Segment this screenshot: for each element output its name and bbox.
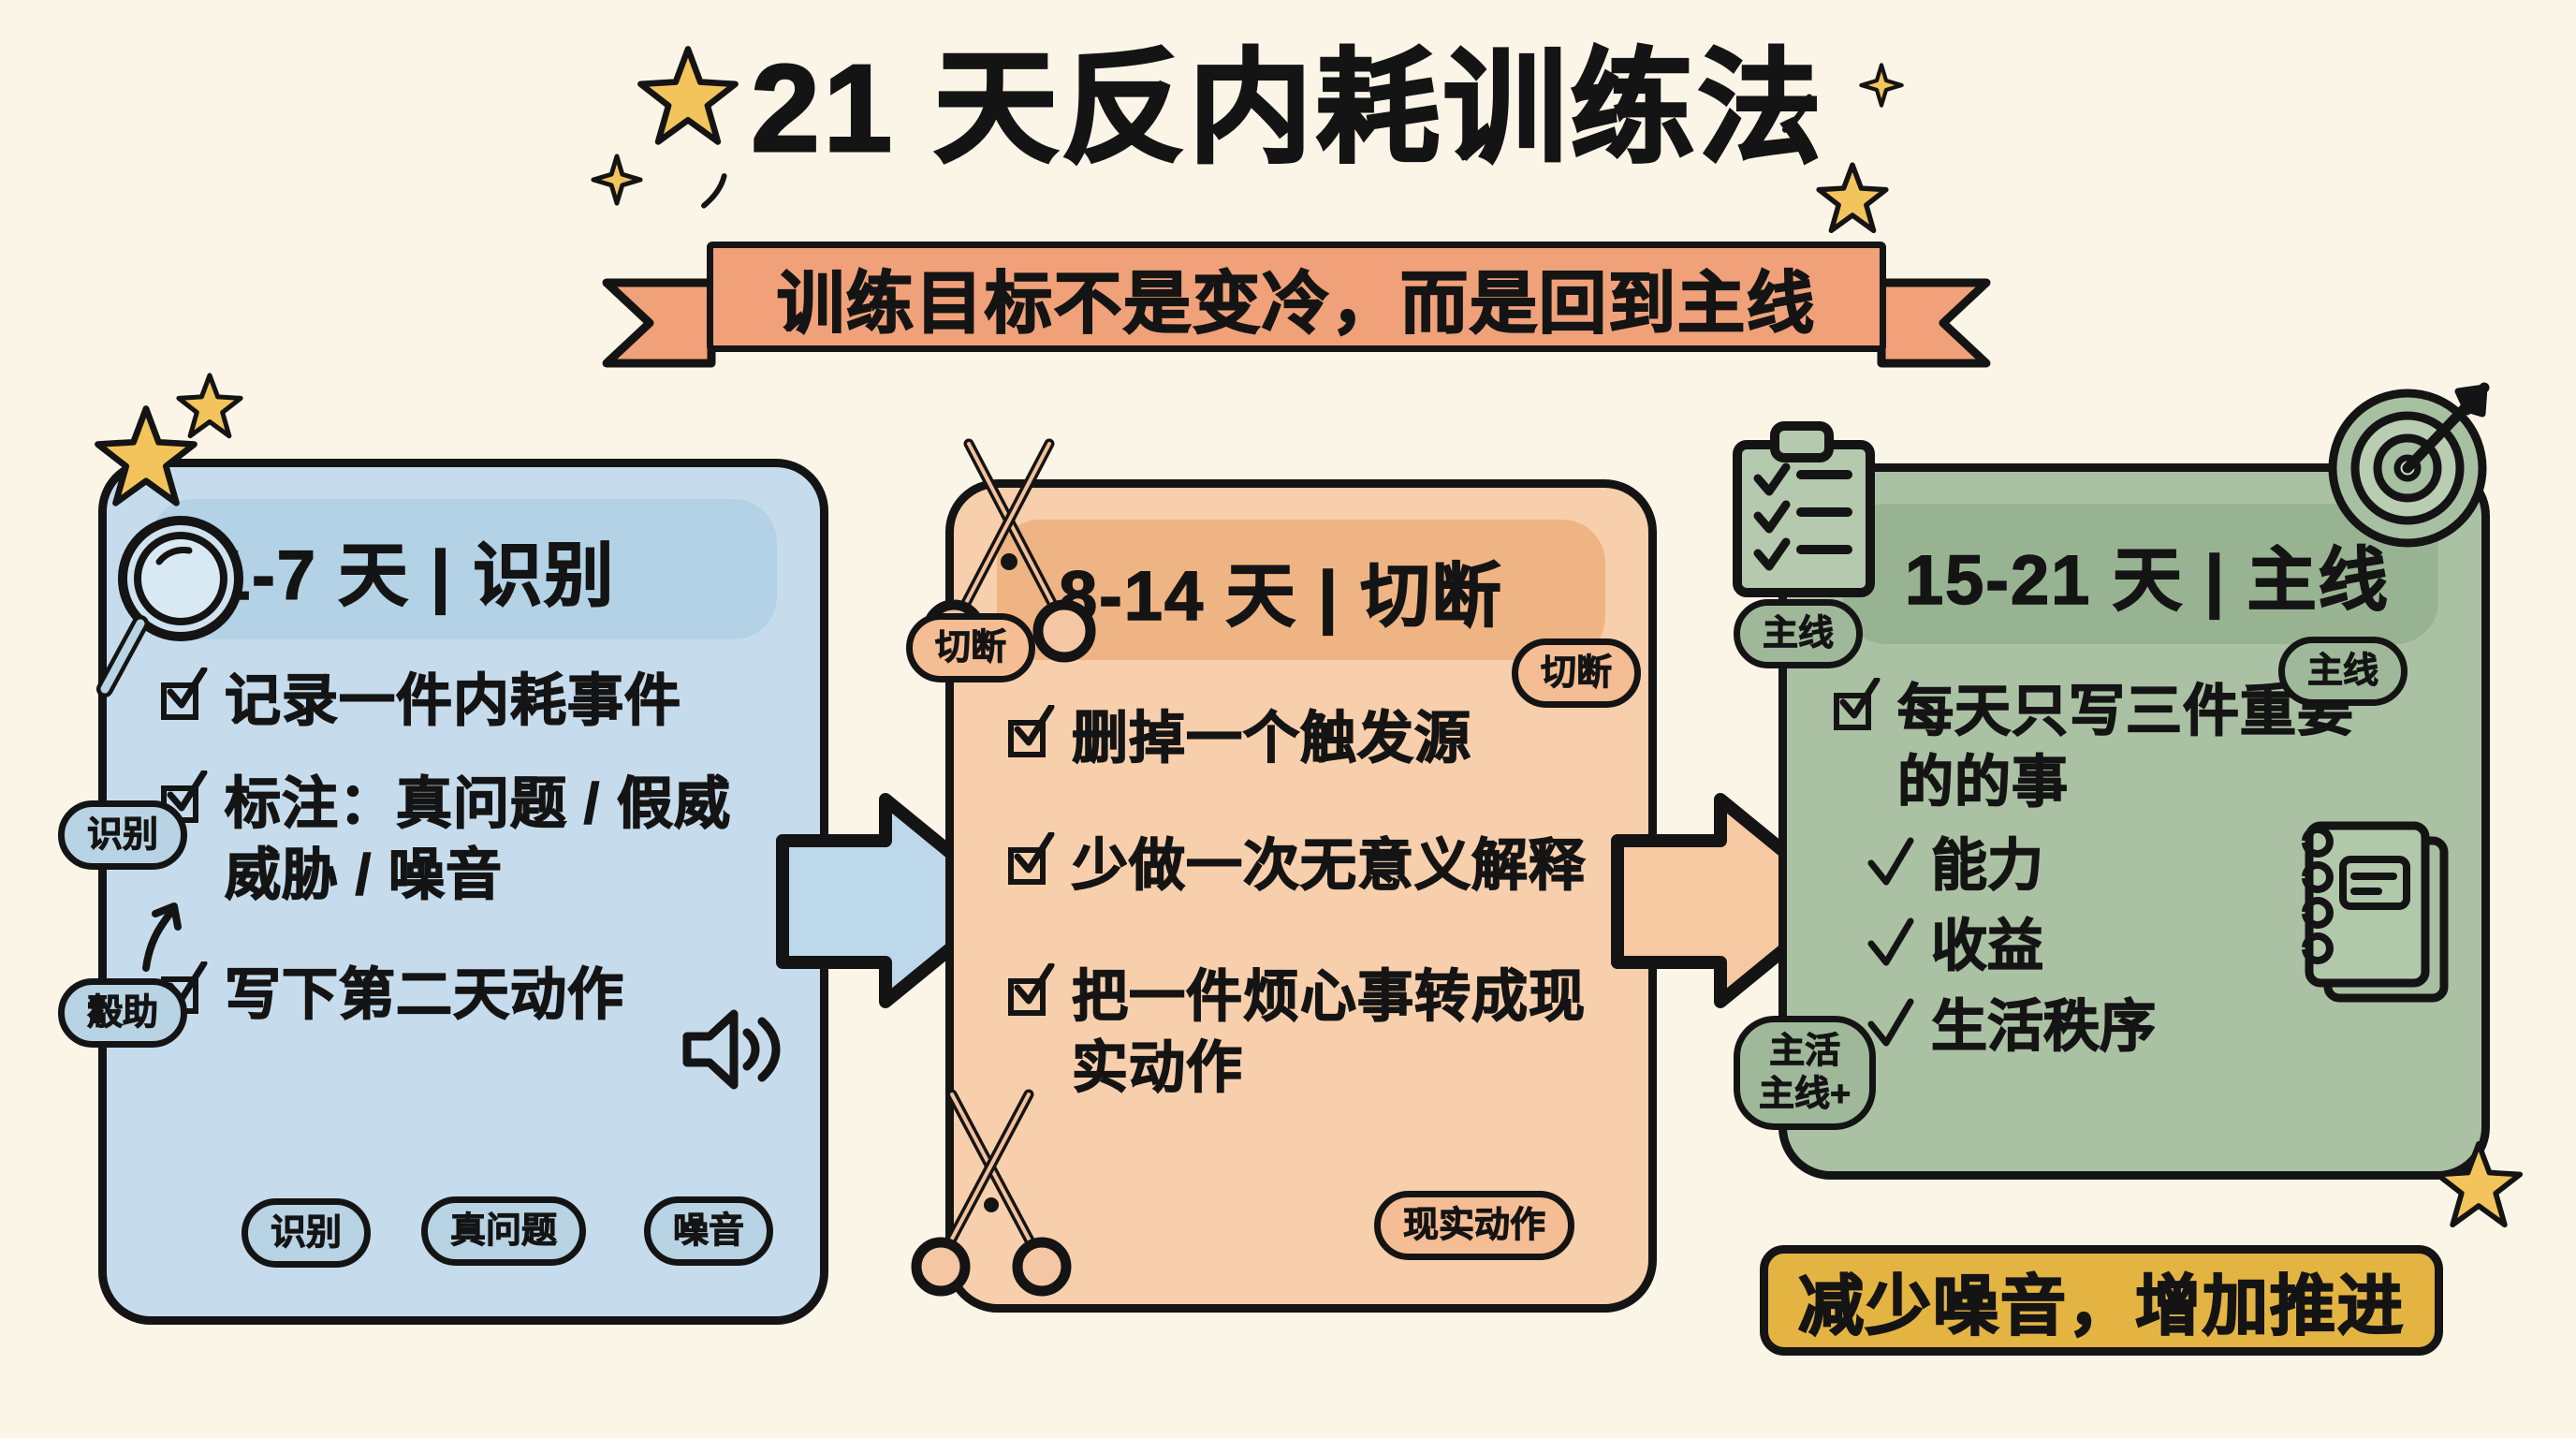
card-cut-list: 删掉一个触发源 少做一次无意义解释 把一件烦心事转成现实动作 bbox=[1008, 703, 1611, 1136]
speaker-icon bbox=[682, 1009, 781, 1090]
star-icon bbox=[1816, 162, 1889, 234]
list-item-label: 少做一次无意义解释 bbox=[1071, 833, 1586, 897]
footer-badge[interactable]: 减少噪音，增加推进 bbox=[1760, 1245, 2443, 1356]
tag-line-1: 主活 bbox=[1769, 1032, 1841, 1072]
checkbox-checked-icon bbox=[1008, 705, 1055, 759]
checkbox-checked-icon bbox=[1008, 963, 1055, 1018]
ribbon-body: 训练目标不是变冷，而是回到主线 bbox=[707, 242, 1886, 352]
star-icon bbox=[2434, 1140, 2524, 1228]
card-cut-header: 8-14 天 | 切断 bbox=[997, 520, 1605, 660]
tag-life-mainline[interactable]: 主活 主线+ bbox=[1734, 1016, 1877, 1130]
up-arrow-icon bbox=[142, 902, 182, 972]
target-icon bbox=[2328, 382, 2490, 548]
card-mainline-title: 15-21 天 | 主线 bbox=[1904, 540, 2390, 620]
list-item: 把一件烦心事转成现实动作 bbox=[1008, 961, 1611, 1104]
star-icon bbox=[637, 46, 739, 145]
list-item-label: 记录一件内耗事件 bbox=[224, 668, 681, 732]
tag-noise[interactable]: 噪音 bbox=[644, 1196, 774, 1266]
scissors-icon bbox=[911, 1089, 1072, 1297]
card-mainline-list: 每天只写三件重要的的事 能力 收益 生活秩序 bbox=[1834, 676, 2453, 1073]
card-identify-header: 1-7 天 | 识别 bbox=[150, 499, 777, 639]
tag-real-action[interactable]: 现实动作 bbox=[1374, 1191, 1575, 1260]
tag-assist-left[interactable]: 觳助 bbox=[58, 978, 188, 1048]
card-mainline[interactable]: 15-21 天 | 主线 每天只写三件重要的的事 能力 收益 生活秩序 bbox=[1778, 463, 2490, 1180]
list-item-label: 写下第二天动作 bbox=[224, 962, 624, 1026]
notebook-icon bbox=[2302, 821, 2449, 1003]
card-identify-title: 1-7 天 | 识别 bbox=[211, 536, 616, 615]
sub-list-label: 收益 bbox=[1930, 914, 2043, 977]
list-item-label: 标注：真问题 / 假威威胁 / 噪音 bbox=[224, 771, 732, 906]
ribbon-text: 训练目标不是变冷，而是回到主线 bbox=[776, 266, 1816, 343]
list-item: 记录一件内耗事件 bbox=[161, 666, 783, 737]
sub-list-label: 能力 bbox=[1930, 833, 2043, 897]
tag-cut-right[interactable]: 切断 bbox=[1512, 638, 1642, 708]
sub-list-label: 生活秩序 bbox=[1930, 994, 2156, 1058]
list-item-label: 删掉一个触发源 bbox=[1071, 706, 1471, 770]
checkbox-checked-icon bbox=[1008, 832, 1055, 887]
check-icon bbox=[1867, 917, 1914, 966]
footer-badge-label: 减少噪音，增加推进 bbox=[1797, 1269, 2405, 1343]
checkbox-checked-icon bbox=[161, 668, 208, 722]
star-icon bbox=[95, 405, 198, 506]
magnifier-icon bbox=[96, 516, 243, 697]
list-item: 少做一次无意义解释 bbox=[1008, 830, 1611, 902]
tag-identify-left[interactable]: 识别 bbox=[58, 800, 188, 870]
ribbon-tails bbox=[602, 278, 1991, 368]
card-cut-title: 8-14 天 | 切断 bbox=[1058, 556, 1503, 636]
clipboard-icon bbox=[1733, 421, 1875, 597]
sub-list-item: 生活秩序 bbox=[1834, 992, 2453, 1062]
list-item: 删掉一个触发源 bbox=[1008, 703, 1611, 774]
sparkle-icon bbox=[701, 173, 727, 209]
ribbon-banner: 训练目标不是变冷，而是回到主线 bbox=[599, 242, 1994, 368]
list-item-label: 把一件烦心事转成现实动作 bbox=[1071, 964, 1586, 1099]
page-title: 21 天反内耗训练法 bbox=[750, 38, 1825, 179]
sparkle-icon bbox=[1859, 63, 1904, 108]
list-item: 每天只写三件重要的的事 bbox=[1834, 676, 2453, 818]
sparkle-icon bbox=[591, 154, 643, 206]
check-icon bbox=[1867, 837, 1914, 886]
check-icon bbox=[1867, 998, 1914, 1047]
tag-real-problem[interactable]: 真问题 bbox=[421, 1196, 587, 1266]
list-item: 标注：真问题 / 假威威胁 / 噪音 bbox=[161, 769, 783, 911]
tag-cut-left[interactable]: 切断 bbox=[906, 613, 1036, 682]
sparkle-icon bbox=[1781, 94, 1813, 133]
tag-identify-bottom[interactable]: 识别 bbox=[242, 1198, 372, 1268]
list-item-label: 每天只写三件重要的的事 bbox=[1896, 679, 2354, 814]
tag-line-2: 主线+ bbox=[1758, 1075, 1852, 1115]
title-area: 21 天反内耗训练法 bbox=[0, 17, 2576, 234]
tag-mainline-right[interactable]: 主线 bbox=[2278, 637, 2408, 706]
star-icon bbox=[176, 373, 243, 439]
tag-mainline-left[interactable]: 主线 bbox=[1734, 599, 1864, 668]
sub-list-item: 能力 bbox=[1834, 831, 2453, 901]
checkbox-checked-icon bbox=[1834, 678, 1881, 732]
card-mainline-header: 15-21 天 | 主线 bbox=[1843, 504, 2438, 644]
sub-list-item: 收益 bbox=[1834, 912, 2453, 981]
